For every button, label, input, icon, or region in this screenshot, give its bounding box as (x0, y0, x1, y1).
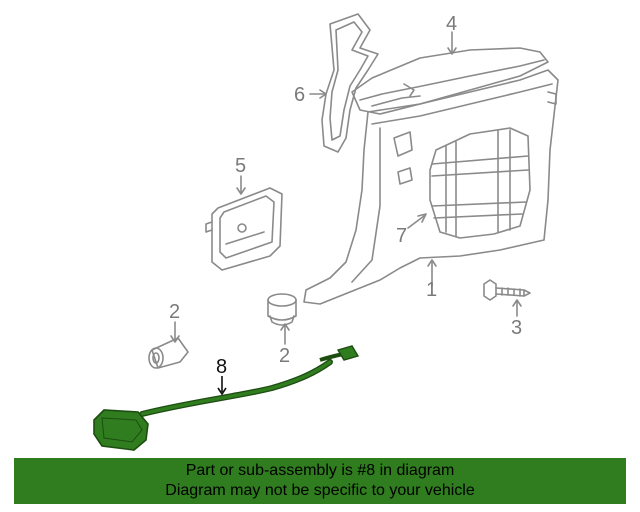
info-banner: Part or sub-assembly is #8 in diagram Di… (14, 458, 626, 504)
callout-1: 1 (426, 279, 437, 301)
exploded-parts-diagram: 1 2 2 3 4 5 6 7 8 (93, 13, 559, 451)
banner-line-part: Part or sub-assembly is #8 in diagram (185, 462, 455, 479)
callout-leader-lines (170, 31, 522, 345)
callout-2-right: 2 (279, 345, 290, 367)
part-6-seal-drawing (321, 13, 379, 153)
callout-5: 5 (235, 155, 246, 177)
part-8-highlighted-assembly[interactable] (93, 345, 360, 451)
part-3-screw-drawing (483, 279, 531, 301)
callout-7: 7 (396, 225, 407, 247)
callout-8: 8 (216, 356, 227, 378)
part-1-quarter-panel-drawing (303, 69, 559, 305)
callout-2-left: 2 (169, 301, 180, 323)
part-4-upper-trim-drawing (351, 47, 549, 115)
banner-line-disclaimer: Diagram may not be specific to your vehi… (165, 482, 475, 499)
callout-4: 4 (446, 13, 457, 35)
callout-6: 6 (294, 84, 305, 106)
callout-3: 3 (511, 317, 522, 339)
part-2-retainer-drawing-right (267, 293, 297, 326)
part-5-cover-drawing (205, 187, 283, 271)
callout-8-leader (217, 376, 227, 396)
part-2-retainer-drawing-left (148, 337, 189, 369)
